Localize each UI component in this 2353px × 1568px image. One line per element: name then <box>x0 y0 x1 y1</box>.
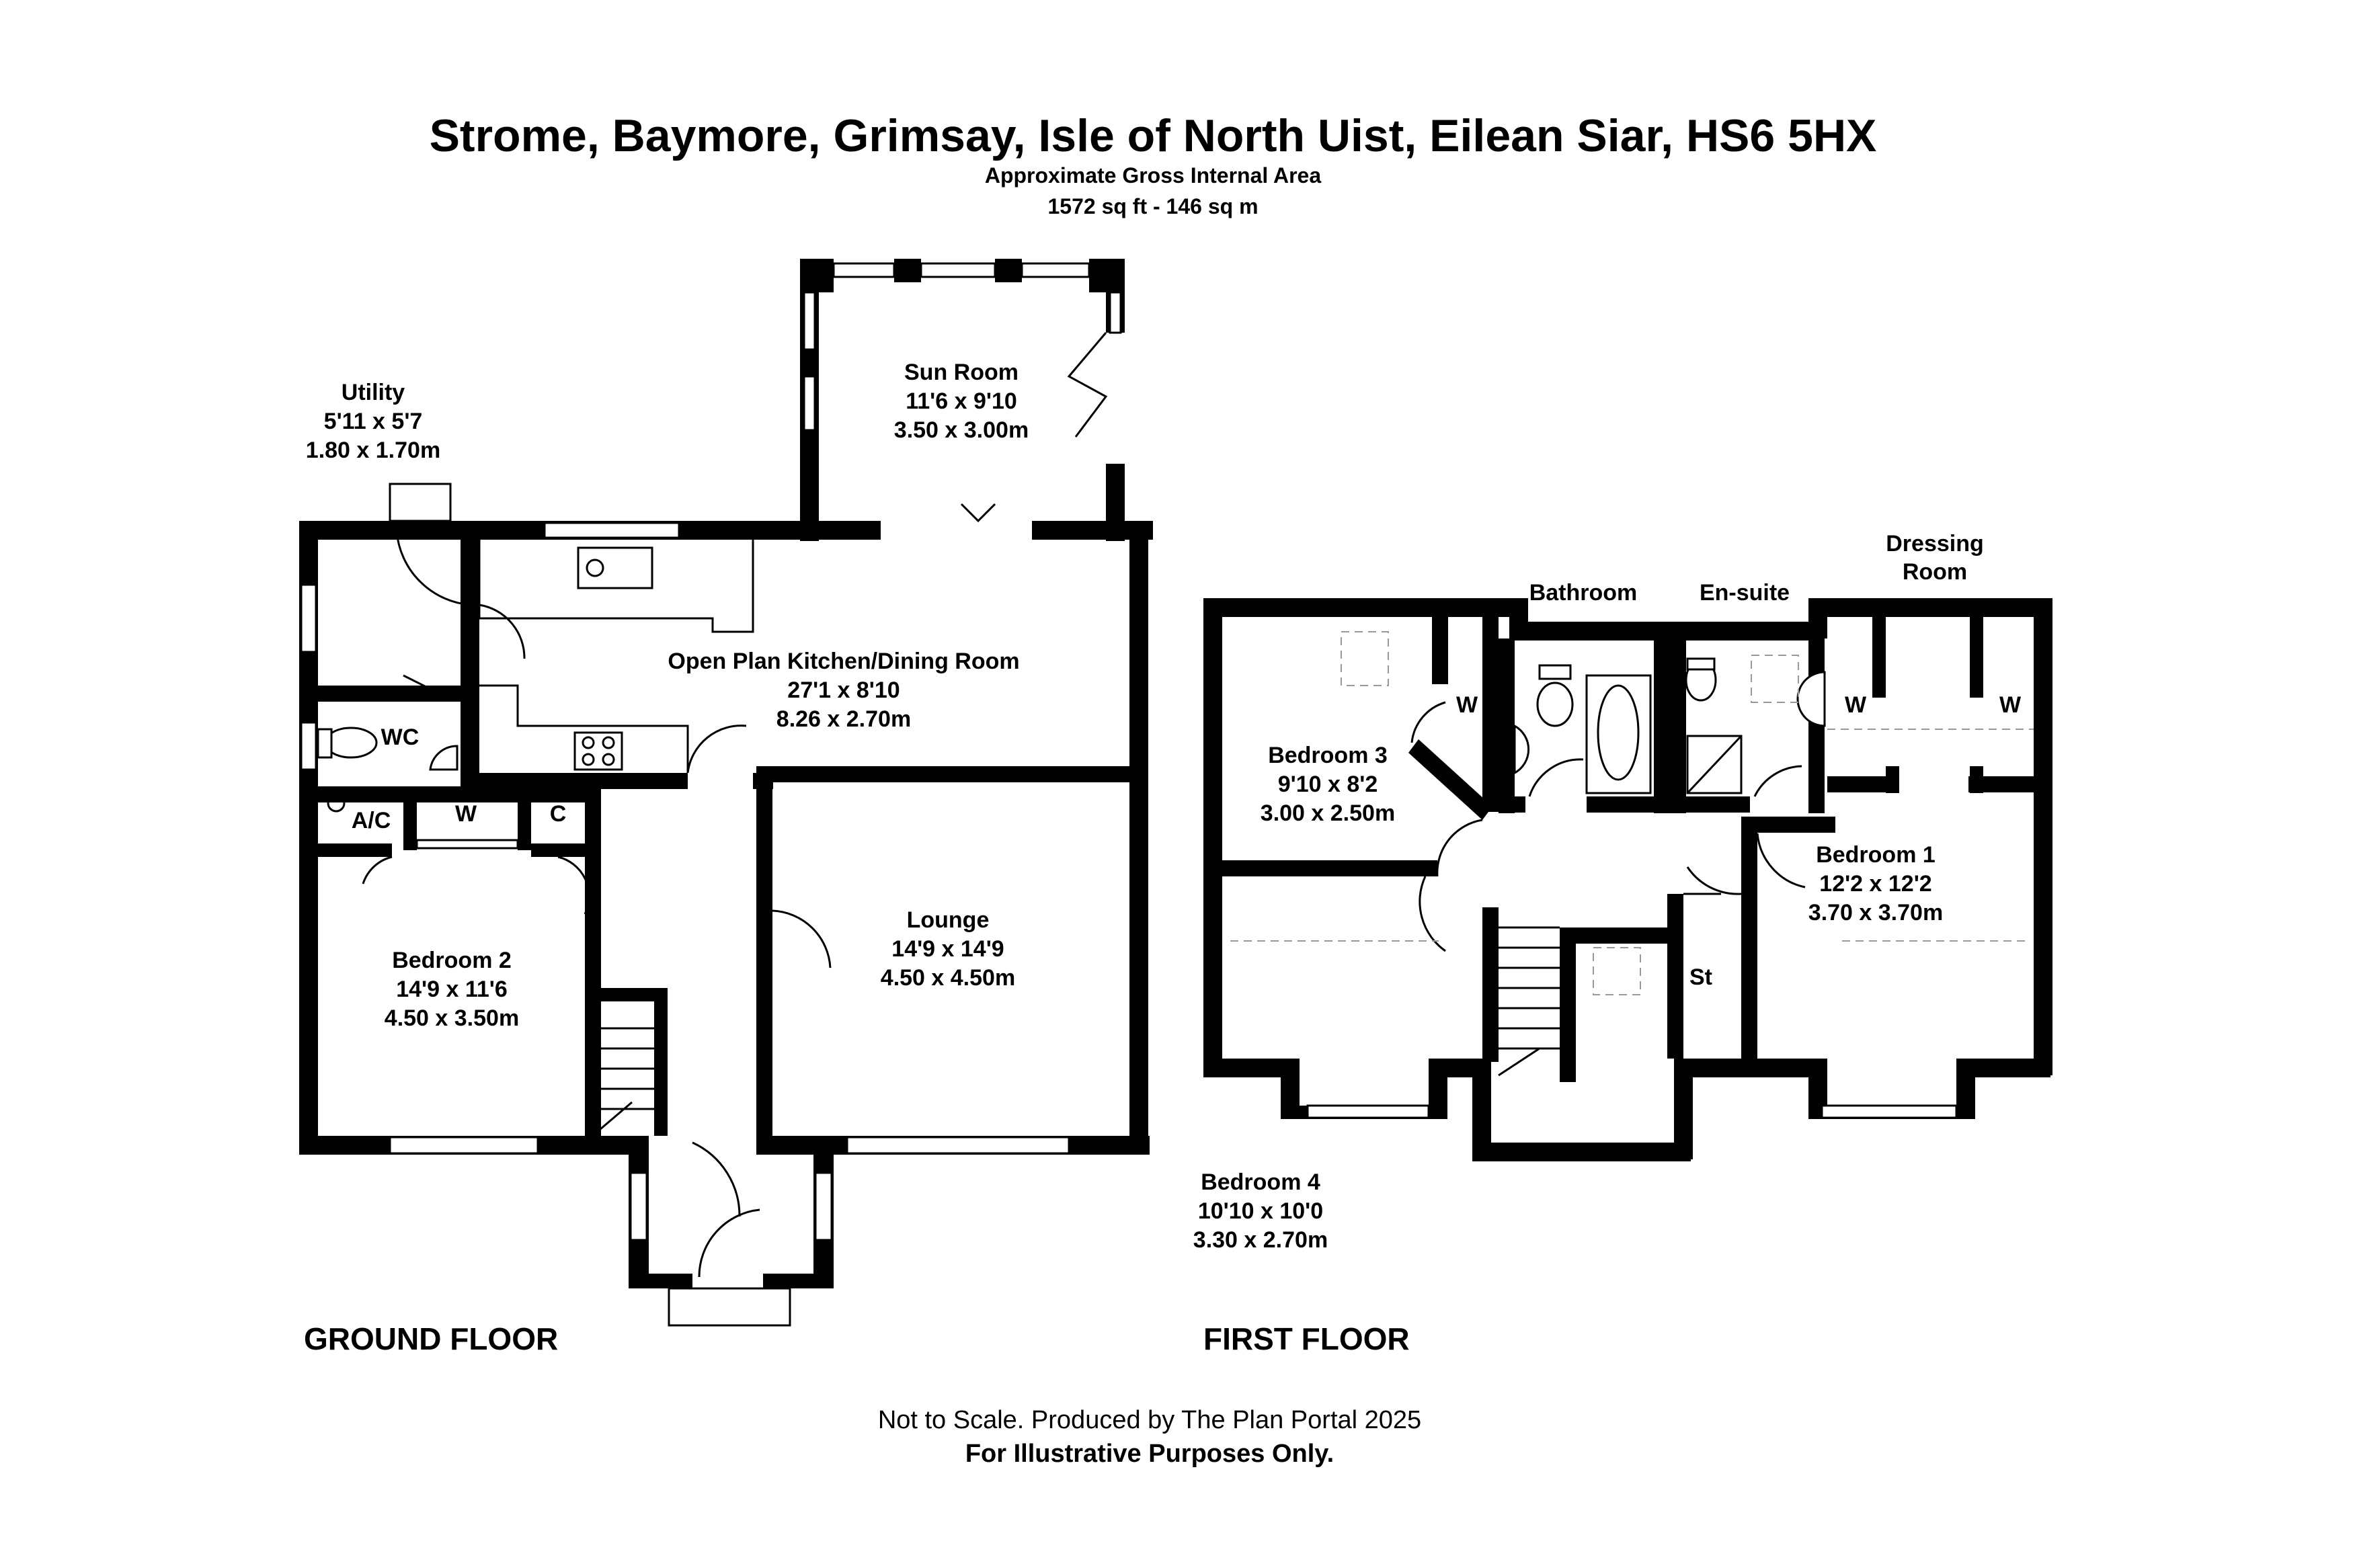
utility-imperial: 5'11 x 5'7 <box>324 409 423 434</box>
bedroom-4-label: Bedroom 4 <box>1201 1169 1320 1195</box>
dressing-room-label-2: Room <box>1903 559 1967 585</box>
bedroom-4-metric: 3.30 x 2.70m <box>1193 1227 1328 1253</box>
cupboard-label: C <box>550 801 567 827</box>
dressing-wardrobe-right-label: W <box>1999 692 2022 718</box>
footer-disclaimer: Not to Scale. Produced by The Plan Porta… <box>878 1406 1421 1434</box>
utility-metric: 1.80 x 1.70m <box>306 438 440 463</box>
bedroom-4-imperial: 10'10 x 10'0 <box>1198 1198 1323 1224</box>
wc-label: WC <box>381 725 420 750</box>
ground-floor-label: GROUND FLOOR <box>304 1321 558 1356</box>
bedroom-2-metric: 4.50 x 3.50m <box>385 1005 519 1031</box>
first-floor-plan <box>1203 598 2052 1161</box>
dressing-wardrobe-left-label: W <box>1845 692 1867 718</box>
bedroom-3-label: Bedroom 3 <box>1268 743 1388 768</box>
lounge-imperial: 14'9 x 14'9 <box>891 936 1004 962</box>
bedroom-3-metric: 3.00 x 2.50m <box>1261 800 1395 826</box>
gross-area-label: Approximate Gross Internal Area <box>985 163 1322 188</box>
bedroom-1-metric: 3.70 x 3.70m <box>1808 900 1943 925</box>
lounge-metric: 4.50 x 4.50m <box>881 965 1015 991</box>
kitchen-label: Open Plan Kitchen/Dining Room <box>668 649 1019 674</box>
bedroom-2-label: Bedroom 2 <box>392 948 512 973</box>
bedroom-1-label: Bedroom 1 <box>1816 842 1936 868</box>
sun-room-imperial: 11'6 x 9'10 <box>906 388 1017 414</box>
kitchen-metric: 8.26 x 2.70m <box>776 706 911 732</box>
airing-cupboard-label: A/C <box>352 808 391 833</box>
footer-illustrative: For Illustrative Purposes Only. <box>965 1440 1334 1468</box>
kitchen-imperial: 27'1 x 8'10 <box>787 677 900 703</box>
page-title: Strome, Baymore, Grimsay, Isle of North … <box>430 110 1877 161</box>
bedroom-1-imperial: 12'2 x 12'2 <box>1819 871 1931 897</box>
utility-label: Utility <box>342 380 405 405</box>
ensuite-label: En-suite <box>1700 580 1790 606</box>
bedroom-2-imperial: 14'9 x 11'6 <box>396 977 508 1002</box>
bedroom-3-wardrobe-label: W <box>1456 692 1478 718</box>
bathroom-label: Bathroom <box>1529 580 1638 606</box>
gross-area-value: 1572 sq ft - 146 sq m <box>1047 194 1258 218</box>
sun-room-metric: 3.50 x 3.00m <box>894 417 1029 443</box>
wardrobe-label: W <box>455 801 477 827</box>
first-floor-label: FIRST FLOOR <box>1203 1321 1410 1356</box>
sun-room-label: Sun Room <box>904 360 1019 385</box>
ground-floor-plan <box>299 259 1153 1327</box>
lounge-label: Lounge <box>907 907 990 933</box>
dressing-room-label-1: Dressing <box>1886 531 1984 556</box>
store-label: St <box>1689 964 1712 990</box>
bedroom-3-imperial: 9'10 x 8'2 <box>1278 772 1378 797</box>
